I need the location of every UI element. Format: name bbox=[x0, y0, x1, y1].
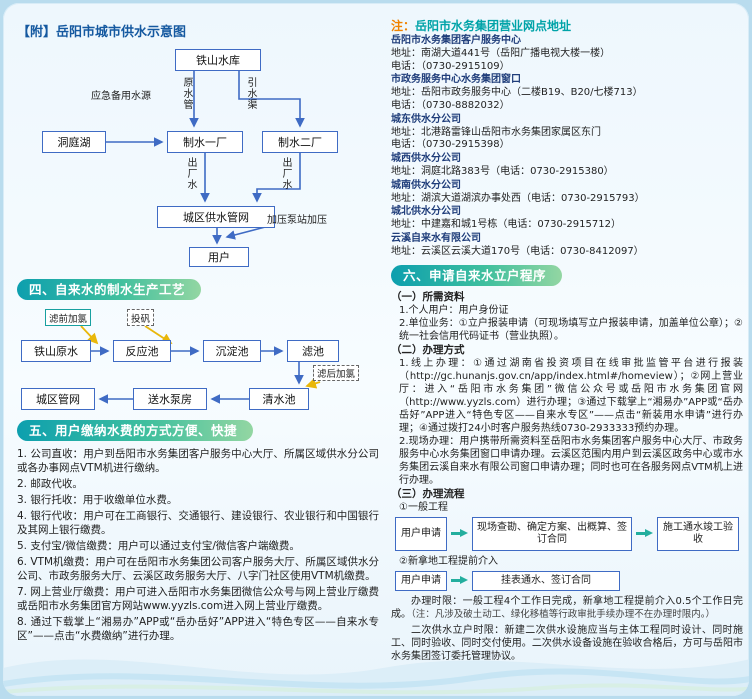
location-entry: 市政务服务中心水务集团窗口 地址：岳阳市政务服务中心（二楼B19、B20/七楼7… bbox=[391, 74, 743, 112]
location-name: 城北供水分公司 bbox=[391, 206, 461, 218]
node-water-plant-2: 制水二厂 bbox=[262, 131, 338, 153]
process-diagram-arrows bbox=[80, 325, 321, 404]
location-name: 云溪自来水有限公司 bbox=[391, 232, 481, 244]
payment-item: 1. 公司直收：用户到岳阳市水务集团客户服务中心大厅、所属区域供水分公司或各办事… bbox=[17, 448, 379, 474]
label-raw-water-pipe: 原水管 bbox=[181, 77, 192, 110]
note-label: 注： bbox=[391, 19, 416, 33]
label-outgoing-water-left: 出厂水 bbox=[185, 157, 196, 190]
node-users: 用户 bbox=[189, 247, 249, 267]
location-address: 地址：洞庭北路383号（电话：0730-2915380） bbox=[391, 165, 614, 177]
node-dongting-lake: 洞庭湖 bbox=[42, 131, 106, 153]
location-address: 地址：南湖大道441号（岳阳广播电视大楼一楼） bbox=[391, 47, 611, 59]
arrow-right-icon bbox=[451, 576, 468, 585]
node-reservoir: 铁山水库 bbox=[175, 49, 261, 71]
leaflet-page: 【附】岳阳市城市供水示意图 铁山水库 原水管 引水渠 应急备用水源 bbox=[3, 3, 749, 696]
label-post-filter-chlorination: 滤后加氯 bbox=[313, 365, 360, 381]
label-pre-filter-chlorination: 滤前加氯 bbox=[45, 309, 92, 326]
location-entry: 城南供水分公司 地址：湖滨大道湖滨办事处西（电话：0730-2915793） bbox=[391, 180, 743, 206]
required-documents-item: 1.个人用户：用户身份证 bbox=[399, 304, 509, 316]
new-land-project-flow: 用户申请 挂表通水、签订合同 bbox=[395, 570, 743, 591]
account-procedure: （一）所需资料 1.个人用户：用户身份证 2.单位业务：①立户报装申请（可现场填… bbox=[391, 290, 743, 664]
label-alum-dosing: 投矾 bbox=[127, 309, 155, 326]
location-entry: 岳阳市水务集团客户服务中心 地址：南湖大道441号（岳阳广播电视大楼一楼） 电话… bbox=[391, 35, 743, 73]
treatment-process-diagram: 滤前加氯 投矾 铁山原水 反应池 沉淀池 滤池 滤后加氯 城区管网 送水泵房 清… bbox=[17, 304, 379, 420]
general-project-flow: 用户申请 现场查勘、确定方案、出概算、签订合同 施工通水竣工验收 bbox=[395, 516, 743, 551]
section-6-header: 六、申请自来水立户程序 bbox=[391, 264, 563, 286]
right-column: 注：岳阳市水务集团营业网点地址 岳阳市水务集团客户服务中心 地址：南湖大道441… bbox=[391, 15, 743, 664]
flow-step-survey-contract: 现场查勘、确定方案、出概算、签订合同 bbox=[472, 516, 632, 551]
handling-methods-item: 2.现场办理：用户携带所需资料至岳阳市水务集团客户服务中心大厅、市政务服务中心水… bbox=[399, 435, 743, 486]
deadline-text: 办理时限：一般工程4个工作日完成，新拿地工程提前介入0.5个工作日完成。 bbox=[391, 595, 743, 620]
secondary-supply-paragraph: 二次供水立户时限：新建二次供水设施应当与主体工程同时设计、同时施工、同时验收、同… bbox=[391, 624, 743, 663]
arrow-right-icon bbox=[451, 529, 468, 538]
left-column: 【附】岳阳市城市供水示意图 铁山水库 原水管 引水渠 应急备用水源 bbox=[17, 15, 379, 645]
water-supply-diagram: 铁山水库 原水管 引水渠 应急备用水源 洞庭湖 制水一厂 制水二厂 出厂水 出厂… bbox=[17, 41, 379, 279]
flow-step-construction-acceptance: 施工通水竣工验收 bbox=[657, 516, 739, 551]
flow-step-user-application: 用户申请 bbox=[395, 570, 447, 591]
required-documents-item: 2.单位业务：①立户报装申请（可现场填写立户报装申请，加盖单位公章）；②统一社会… bbox=[399, 317, 743, 342]
section-4-header: 四、自来水的制水生产工艺 bbox=[17, 279, 202, 300]
branch-addresses-heading: 注：岳阳市水务集团营业网点地址 bbox=[391, 15, 743, 33]
node-sedimentation-tank: 沉淀池 bbox=[203, 340, 261, 362]
section-5-header: 五、用户缴纳水费的方式方便、快捷 bbox=[17, 420, 254, 441]
general-project-label: ①一般工程 bbox=[399, 501, 448, 513]
process-flow-heading: （三）办理流程 bbox=[391, 487, 465, 500]
deadline-paragraph: 办理时限：一般工程4个工作日完成，新拿地工程提前介入0.5个工作日完成。（注：凡… bbox=[391, 595, 743, 621]
supply-diagram-arrows bbox=[106, 71, 305, 245]
node-tieshan-raw-water: 铁山原水 bbox=[21, 340, 91, 362]
handling-methods-item: 1.线上办理：①通过湖南省投资项目在线审批监管平台进行报装（http://gc.… bbox=[399, 357, 743, 434]
flow-step-meter-contract: 挂表通水、签订合同 bbox=[472, 570, 620, 591]
location-entry: 云溪自来水有限公司 地址：云溪区云溪大道170号（电话：0730-8412097… bbox=[391, 233, 743, 259]
location-phone: 电话：（0730-8882032） bbox=[391, 99, 510, 111]
payment-item: 8. 通过下载掌上“湘易办”APP或“岳办岳好”APP进入“特色专区——自来水专… bbox=[17, 616, 379, 642]
payment-methods-list: 1. 公司直收：用户到岳阳市水务集团客户服务中心大厅、所属区域供水分公司或各办事… bbox=[17, 447, 379, 643]
location-address: 地址：湖滨大道湖滨办事处西（电话：0730-2915793） bbox=[391, 192, 645, 204]
location-name: 城西供水分公司 bbox=[391, 153, 461, 165]
new-land-project-label: ②新拿地工程提前介入 bbox=[399, 555, 498, 567]
location-phone: 电话：（0730-2915398） bbox=[391, 139, 510, 151]
location-address: 地址：中建嘉和城1号栋（电话：0730-2915712） bbox=[391, 219, 621, 231]
arrow-right-icon bbox=[636, 529, 653, 538]
payment-item: 3. 银行托收：用于收缴单位水费。 bbox=[17, 494, 178, 506]
label-emergency-source: 应急备用水源 bbox=[91, 91, 151, 102]
branch-locations-list: 岳阳市水务集团客户服务中心 地址：南湖大道441号（岳阳广播电视大楼一楼） 电话… bbox=[391, 35, 743, 259]
label-boost-pump-station: 加压泵站加压 bbox=[267, 215, 327, 226]
location-entry: 城西供水分公司 地址：洞庭北路383号（电话：0730-2915380） bbox=[391, 153, 743, 179]
payment-item: 6. VTM机缴费：用户可在岳阳市水务集团公司客户服务大厅、所属区域供水分公司、… bbox=[17, 556, 379, 582]
payment-item: 5. 支付宝/微信缴费：用户可以通过支付宝/微信客户端缴费。 bbox=[17, 540, 300, 552]
payment-item: 2. 邮政代收。 bbox=[17, 478, 83, 490]
flow-step-user-application: 用户申请 bbox=[395, 516, 447, 551]
location-entry: 城北供水分公司 地址：中建嘉和城1号栋（电话：0730-2915712） bbox=[391, 206, 743, 232]
handling-methods-heading: （二）办理方式 bbox=[391, 343, 465, 356]
deadline-note: （注：凡涉及破土动工、绿化移植等行政审批手续办理不在办理时限内。） bbox=[411, 608, 716, 620]
location-name: 市政务服务中心水务集团窗口 bbox=[391, 74, 521, 86]
location-name: 城南供水分公司 bbox=[391, 179, 461, 191]
location-entry: 城东供水分公司 地址：北港路雷锋山岳阳市水务集团家属区东门 电话：（0730-2… bbox=[391, 114, 743, 152]
node-city-pipe-network: 城区管网 bbox=[21, 388, 95, 410]
location-address: 地址：岳阳市政务服务中心（二楼B19、B20/七楼713） bbox=[391, 87, 643, 99]
location-name: 岳阳市水务集团客户服务中心 bbox=[391, 35, 521, 46]
required-documents-heading: （一）所需资料 bbox=[391, 290, 465, 303]
attachment-title: 【附】岳阳市城市供水示意图 bbox=[17, 25, 187, 40]
payment-item: 7. 网上营业厅缴费：用户可进入岳阳市水务集团微信公众号与网上营业厅缴费或岳阳市… bbox=[17, 586, 379, 612]
node-filter-tank: 滤池 bbox=[287, 340, 339, 362]
location-address: 地址：北港路雷锋山岳阳市水务集团家属区东门 bbox=[391, 126, 601, 138]
node-city-network: 城区供水管网 bbox=[157, 206, 275, 228]
node-water-plant-1: 制水一厂 bbox=[167, 131, 243, 153]
location-name: 城东供水分公司 bbox=[391, 113, 461, 125]
label-outgoing-water-right: 出厂水 bbox=[280, 157, 291, 190]
node-clear-water-tank: 清水池 bbox=[249, 388, 309, 410]
node-pump-house: 送水泵房 bbox=[133, 388, 207, 410]
node-reaction-tank: 反应池 bbox=[113, 340, 171, 362]
label-diversion-channel: 引水渠 bbox=[245, 77, 256, 110]
location-phone: 电话：（0730-2915109） bbox=[391, 60, 510, 72]
branch-addresses-title: 岳阳市水务集团营业网点地址 bbox=[415, 19, 572, 33]
location-address: 地址：云溪区云溪大道170号（电话：0730-8412097） bbox=[391, 245, 644, 257]
payment-item: 4. 银行代收：用户可在工商银行、交通银行、建设银行、农业银行和中国银行及其网上… bbox=[17, 510, 379, 536]
